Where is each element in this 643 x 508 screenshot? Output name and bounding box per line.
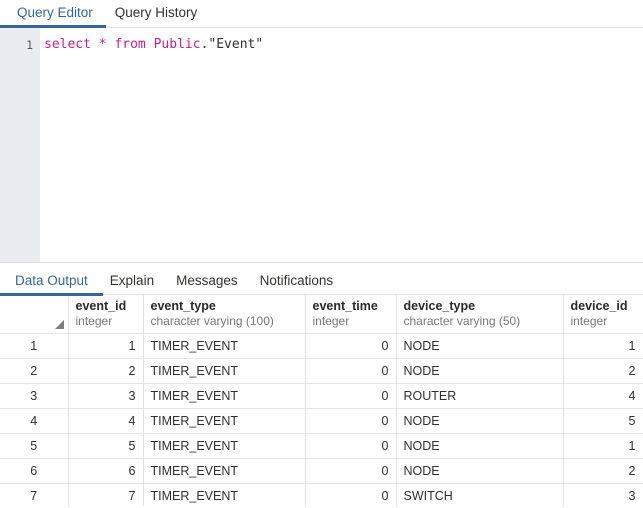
column-header-type: integer bbox=[570, 314, 608, 328]
cell-event_id[interactable]: 5 bbox=[68, 433, 144, 459]
sort-corner-icon bbox=[54, 319, 64, 329]
column-header-name: event_time bbox=[312, 299, 378, 313]
tab-explain-label: Explain bbox=[109, 273, 155, 288]
cell-device_type[interactable]: NODE bbox=[396, 358, 564, 384]
row-number-cell[interactable]: 2 bbox=[0, 358, 69, 384]
cell-event_id[interactable]: 2 bbox=[68, 358, 144, 384]
cell-event_id[interactable]: 1 bbox=[68, 333, 144, 359]
row-number-cell[interactable]: 3 bbox=[0, 383, 69, 409]
sql-token-2: * bbox=[98, 37, 107, 52]
column-header-type: character varying (50) bbox=[403, 314, 521, 328]
column-header-name: device_type bbox=[403, 299, 476, 313]
tab-query-history[interactable]: Query History bbox=[104, 0, 209, 28]
column-header-name: event_type bbox=[150, 299, 216, 313]
sql-token-6: Public bbox=[153, 37, 201, 52]
cell-device_id[interactable]: 2 bbox=[563, 358, 643, 384]
cell-event_time[interactable]: 0 bbox=[305, 333, 397, 359]
cell-event_type[interactable]: TIMER_EVENT bbox=[143, 358, 306, 384]
column-header-name: device_id bbox=[570, 299, 628, 313]
cell-device_id[interactable]: 1 bbox=[563, 433, 643, 459]
cell-device_type[interactable]: NODE bbox=[396, 333, 564, 359]
cell-event_type[interactable]: TIMER_EVENT bbox=[143, 458, 306, 484]
cell-event_time[interactable]: 0 bbox=[305, 358, 397, 384]
cell-event_type[interactable]: TIMER_EVENT bbox=[143, 433, 306, 459]
cell-event_time[interactable]: 0 bbox=[305, 458, 397, 484]
cell-device_type[interactable]: ROUTER bbox=[396, 383, 564, 409]
cell-event_type[interactable]: TIMER_EVENT bbox=[143, 483, 306, 506]
cell-device_id[interactable]: 5 bbox=[563, 408, 643, 434]
sql-token-5 bbox=[146, 37, 154, 52]
row-number-cell[interactable]: 4 bbox=[0, 408, 69, 434]
row-number-cell[interactable]: 7 bbox=[0, 483, 69, 506]
editor-gutter: 1 bbox=[0, 28, 40, 262]
tab-notifications-label: Notifications bbox=[259, 273, 334, 288]
tab-messages-label: Messages bbox=[176, 273, 238, 288]
cell-device_id[interactable]: 4 bbox=[563, 383, 643, 409]
cell-device_id[interactable]: 1 bbox=[563, 333, 643, 359]
cell-event_time[interactable]: 0 bbox=[305, 483, 397, 506]
query-tabstrip: Query Editor Query History bbox=[0, 0, 643, 28]
cell-device_id[interactable]: 3 bbox=[563, 483, 643, 506]
tab-data-output-label: Data Output bbox=[15, 273, 88, 288]
cell-device_type[interactable]: SWITCH bbox=[396, 483, 564, 506]
tab-query-editor[interactable]: Query Editor bbox=[0, 0, 106, 28]
tab-messages[interactable]: Messages bbox=[165, 268, 249, 296]
pane-splitter[interactable] bbox=[0, 262, 643, 268]
cell-device_type[interactable]: NODE bbox=[396, 458, 564, 484]
cell-event_type[interactable]: TIMER_EVENT bbox=[143, 333, 306, 359]
column-header-type: character varying (100) bbox=[150, 314, 274, 328]
cell-event_type[interactable]: TIMER_EVENT bbox=[143, 408, 306, 434]
sql-token-7: ."Event" bbox=[200, 37, 264, 52]
results-tabstrip: Data Output Explain Messages Notificatio… bbox=[0, 268, 643, 296]
tab-query-history-label: Query History bbox=[114, 5, 198, 20]
column-header-name: event_id bbox=[75, 299, 127, 313]
tab-notifications[interactable]: Notifications bbox=[249, 268, 345, 296]
cell-event_id[interactable]: 4 bbox=[68, 408, 144, 434]
tab-data-output[interactable]: Data Output bbox=[0, 268, 103, 296]
cell-event_time[interactable]: 0 bbox=[305, 408, 397, 434]
column-header-type: integer bbox=[75, 314, 113, 328]
cell-device_id[interactable]: 2 bbox=[563, 458, 643, 484]
row-number-cell[interactable]: 6 bbox=[0, 458, 69, 484]
sql-token-0: select bbox=[44, 37, 91, 52]
column-header-type: integer bbox=[312, 314, 350, 328]
tab-explain[interactable]: Explain bbox=[99, 268, 165, 296]
row-number-cell[interactable]: 1 bbox=[0, 333, 69, 359]
tab-query-editor-label: Query Editor bbox=[17, 5, 93, 20]
editor-code-area[interactable]: select * from Public."Event" bbox=[40, 28, 643, 262]
cell-event_id[interactable]: 3 bbox=[68, 383, 144, 409]
sql-editor[interactable]: 1 select * from Public."Event" bbox=[0, 28, 643, 262]
cell-event_type[interactable]: TIMER_EVENT bbox=[143, 383, 306, 409]
line-number: 1 bbox=[26, 38, 33, 52]
sql-token-1 bbox=[91, 37, 99, 52]
cell-device_type[interactable]: NODE bbox=[396, 408, 564, 434]
cell-event_id[interactable]: 7 bbox=[68, 483, 144, 506]
cell-event_time[interactable]: 0 bbox=[305, 433, 397, 459]
cell-event_id[interactable]: 6 bbox=[68, 458, 144, 484]
row-number-cell[interactable]: 5 bbox=[0, 433, 69, 459]
cell-event_time[interactable]: 0 bbox=[305, 383, 397, 409]
cell-device_type[interactable]: NODE bbox=[396, 433, 564, 459]
sql-token-4: from bbox=[114, 37, 146, 52]
sql-statement-line: select * from Public."Event" bbox=[44, 37, 643, 53]
grid-corner-cell[interactable] bbox=[0, 295, 69, 334]
